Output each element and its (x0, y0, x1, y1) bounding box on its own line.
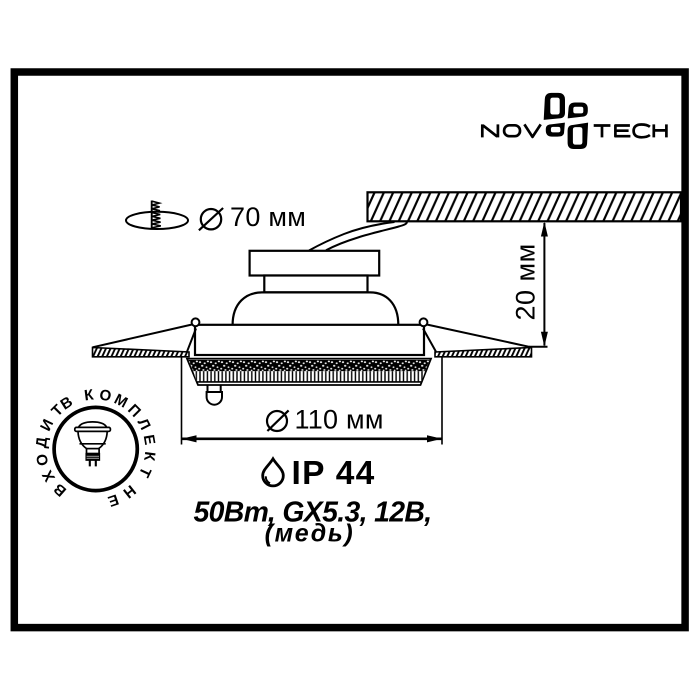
svg-text:Н: Н (120, 481, 139, 501)
svg-text:Х: Х (39, 467, 59, 484)
svg-text:50Вт, GX5.3, 12В,: 50Вт, GX5.3, 12В, (194, 497, 432, 529)
svg-text:IP 44: IP 44 (292, 455, 376, 492)
svg-text:К: К (83, 386, 95, 404)
svg-text:В: В (50, 480, 69, 500)
svg-text:Е: Е (106, 490, 121, 509)
svg-text:70 мм: 70 мм (230, 202, 306, 232)
svg-text:К: К (140, 451, 158, 463)
svg-text:(медь): (медь) (265, 520, 355, 548)
svg-text:Т: Т (135, 464, 155, 480)
svg-text:Д: Д (33, 436, 51, 449)
svg-text:П: П (124, 401, 144, 421)
svg-text:Е: Е (140, 433, 158, 446)
svg-text:М: М (111, 391, 130, 412)
svg-text:О: О (98, 386, 113, 405)
svg-text:О: О (33, 452, 52, 467)
svg-text:20 мм: 20 мм (511, 243, 541, 320)
svg-text:Л: Л (134, 416, 154, 433)
svg-text:И: И (37, 417, 57, 434)
svg-text:110 мм: 110 мм (295, 405, 384, 435)
